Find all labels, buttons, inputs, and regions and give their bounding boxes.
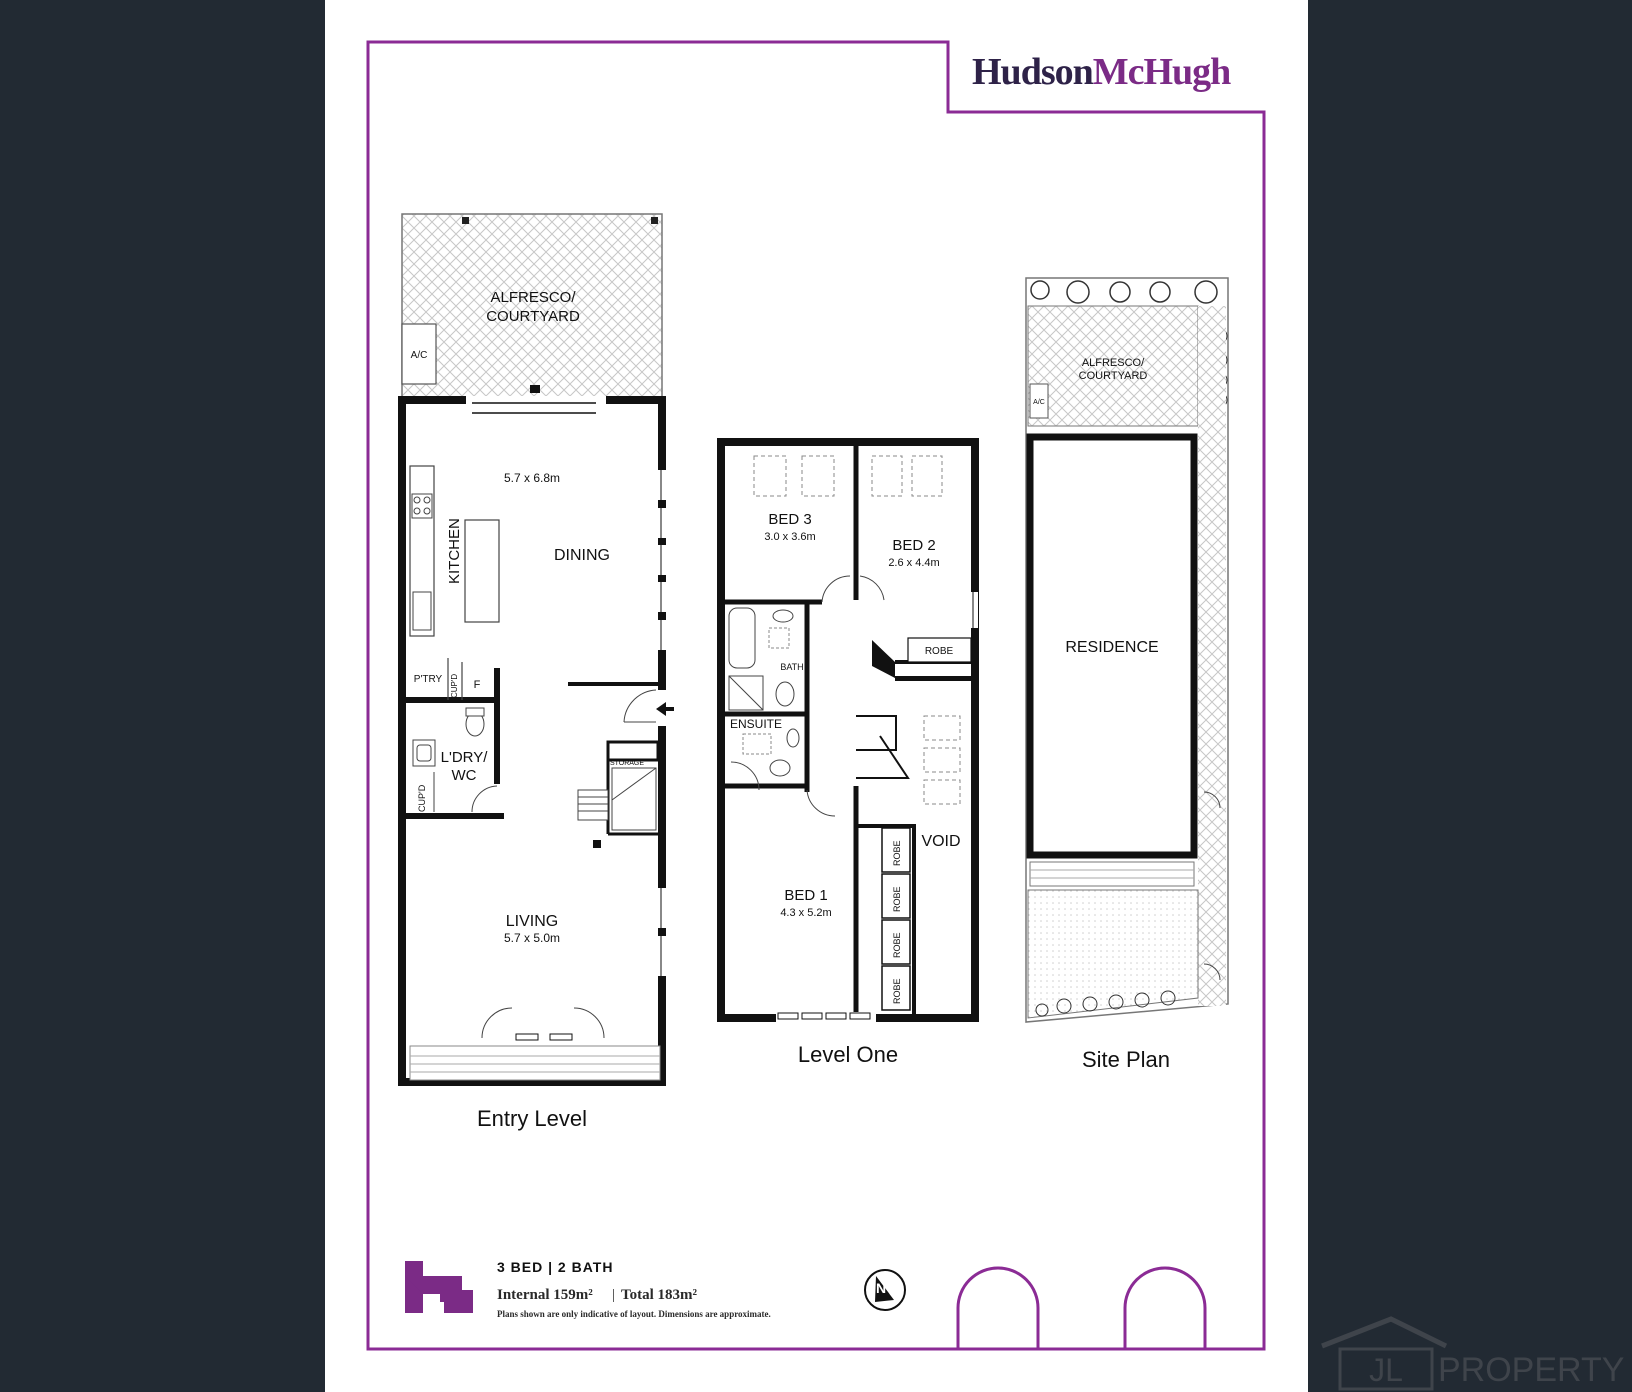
jl-property-watermark: JL PROPERTY bbox=[1321, 1316, 1624, 1391]
svg-text:RESIDENCE: RESIDENCE bbox=[1065, 639, 1158, 656]
entry-level-plan: A/C ALFRESCO/ COURTYARD KITCHEN 5.7 x 6.… bbox=[398, 213, 674, 1131]
svg-text:L'DRY/: L'DRY/ bbox=[441, 749, 489, 766]
svg-text:VOID: VOID bbox=[921, 833, 960, 850]
svg-text:ALFRESCO/: ALFRESCO/ bbox=[1082, 357, 1145, 369]
svg-text:PROPERTY: PROPERTY bbox=[1438, 1351, 1624, 1389]
svg-text:COURTYARD: COURTYARD bbox=[486, 308, 580, 325]
arch-decoration-left bbox=[956, 1266, 1040, 1349]
svg-text:ENSUITE: ENSUITE bbox=[730, 717, 782, 731]
svg-text:STORAGE: STORAGE bbox=[610, 760, 644, 767]
svg-text:CUP'D: CUP'D bbox=[450, 674, 459, 698]
hudsonmchugh-logo: HudsonMcHugh bbox=[972, 51, 1232, 93]
footer-info: 3 BED | 2 BATH Internal 159m² | Total 18… bbox=[405, 1259, 1207, 1349]
svg-text:ALFRESCO/: ALFRESCO/ bbox=[490, 289, 576, 306]
svg-text:ROBE: ROBE bbox=[892, 840, 902, 866]
svg-text:HudsonMcHugh: HudsonMcHugh bbox=[972, 51, 1231, 93]
svg-text:5.7 x 5.0m: 5.7 x 5.0m bbox=[504, 931, 560, 945]
svg-text:4.3 x 5.2m: 4.3 x 5.2m bbox=[780, 907, 831, 919]
svg-text:ROBE: ROBE bbox=[892, 978, 902, 1004]
svg-text:2.6 x 4.4m: 2.6 x 4.4m bbox=[888, 557, 939, 569]
level-one-caption: Level One bbox=[798, 1042, 898, 1067]
hm-logo-icon bbox=[405, 1261, 473, 1313]
svg-text:N: N bbox=[876, 1280, 886, 1296]
svg-text:Internal 159m²: Internal 159m² bbox=[497, 1287, 593, 1303]
svg-text:WC: WC bbox=[452, 767, 477, 784]
svg-text:BED 3: BED 3 bbox=[768, 511, 811, 528]
svg-text:LIVING: LIVING bbox=[506, 913, 558, 930]
entry-alfresco-area bbox=[401, 213, 663, 401]
svg-text:A/C: A/C bbox=[1033, 399, 1045, 406]
entry-level-caption: Entry Level bbox=[477, 1106, 587, 1131]
site-plan: A/C ALFRESCO/ COURTYARD RESIDENCE Site P… bbox=[1025, 277, 1229, 1072]
svg-text:BED 2: BED 2 bbox=[892, 537, 935, 554]
svg-text:ROBE: ROBE bbox=[925, 646, 954, 657]
svg-text:JL: JL bbox=[1369, 1352, 1403, 1388]
svg-text:F: F bbox=[474, 679, 481, 691]
level-one-plan: ROBE BED 3 3.0 x 3.6m BED 2 2.6 x 4.4m B… bbox=[717, 438, 979, 1067]
svg-text:DINING: DINING bbox=[554, 547, 610, 564]
svg-text:|: | bbox=[612, 1287, 615, 1303]
arch-decoration-right bbox=[1123, 1266, 1207, 1349]
north-arrow-icon: N bbox=[864, 1269, 906, 1311]
svg-text:ROBE: ROBE bbox=[892, 932, 902, 958]
svg-text:3 BED | 2 BATH: 3 BED | 2 BATH bbox=[497, 1259, 613, 1275]
svg-text:3.0 x 3.6m: 3.0 x 3.6m bbox=[764, 531, 815, 543]
svg-text:COURTYARD: COURTYARD bbox=[1079, 370, 1148, 382]
svg-text:5.7 x 6.8m: 5.7 x 6.8m bbox=[504, 471, 560, 485]
svg-text:CUP'D: CUP'D bbox=[417, 784, 427, 812]
svg-text:A/C: A/C bbox=[411, 350, 428, 361]
svg-text:BATH: BATH bbox=[780, 662, 803, 672]
svg-text:P'TRY: P'TRY bbox=[414, 674, 443, 685]
svg-text:BED 1: BED 1 bbox=[784, 887, 827, 904]
sheet-frame bbox=[366, 40, 1266, 1351]
svg-text:ROBE: ROBE bbox=[892, 886, 902, 912]
svg-text:Total 183m²: Total 183m² bbox=[621, 1287, 698, 1303]
svg-text:Plans shown are only indicativ: Plans shown are only indicative of layou… bbox=[497, 1309, 771, 1319]
svg-text:KITCHEN: KITCHEN bbox=[446, 518, 463, 584]
site-plan-caption: Site Plan bbox=[1082, 1047, 1170, 1072]
